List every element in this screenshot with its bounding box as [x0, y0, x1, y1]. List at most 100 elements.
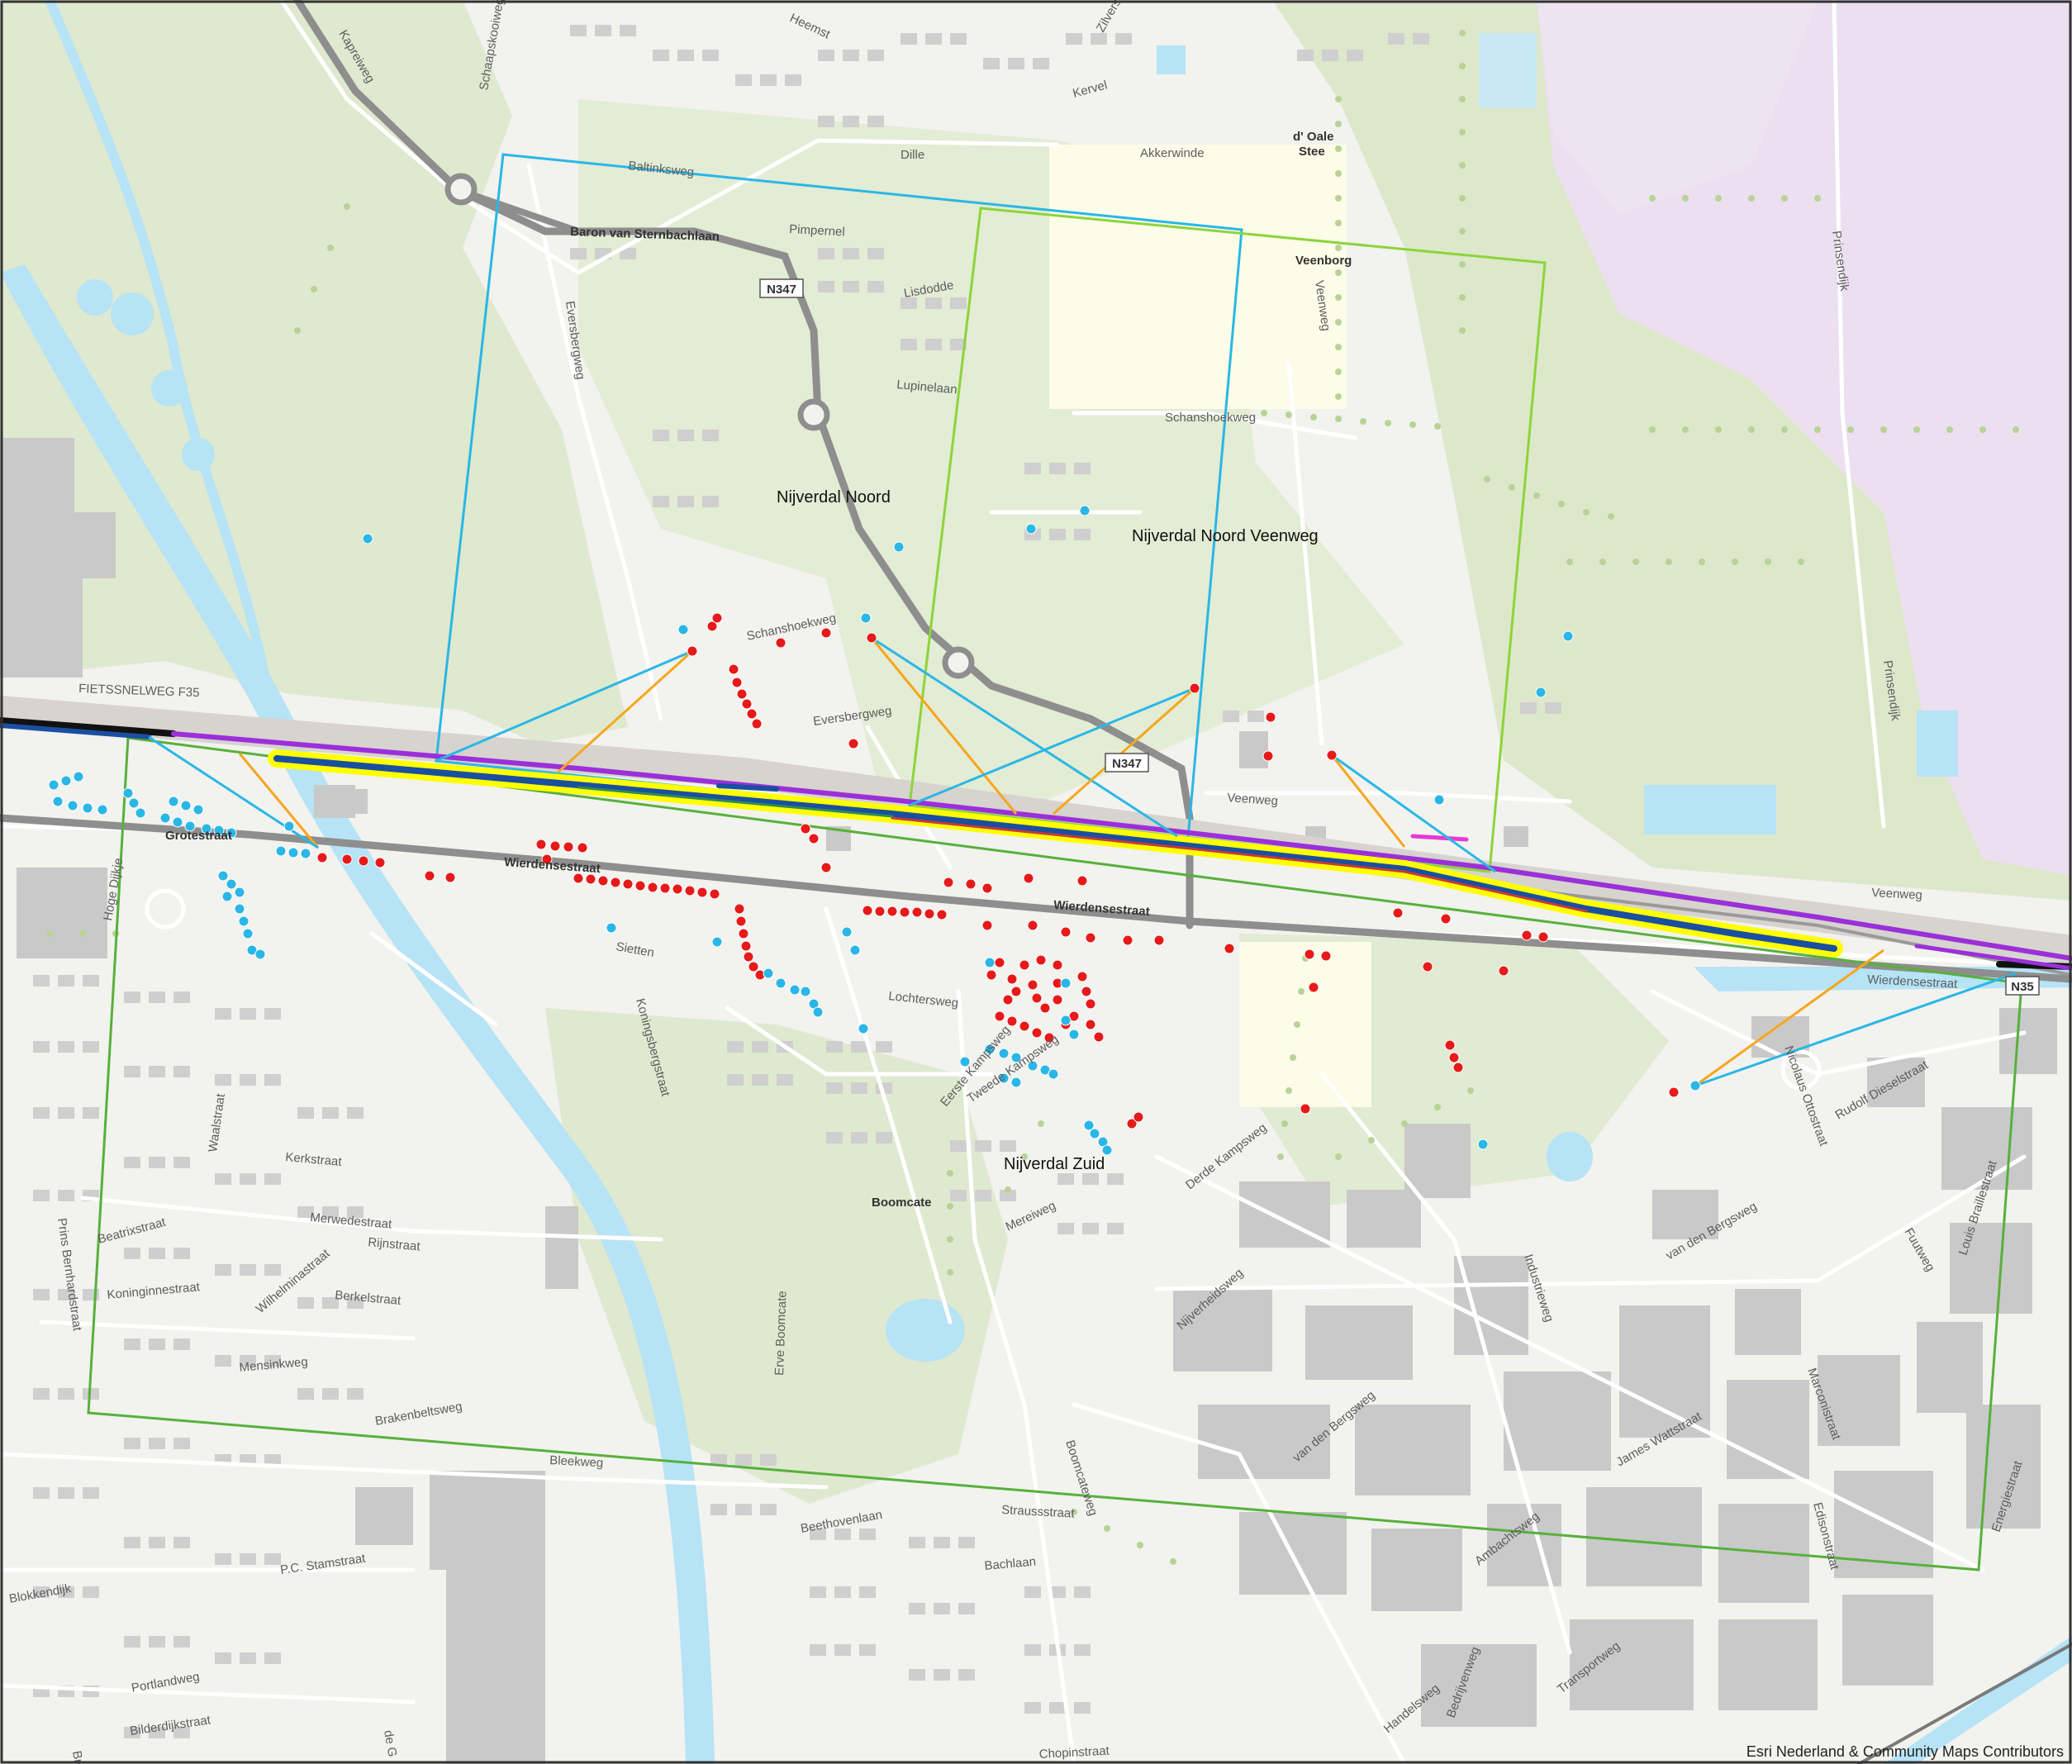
rail-purple-2	[1914, 944, 2072, 971]
svg-text:Brede: Brede	[69, 1750, 89, 1764]
road-baron-section	[455, 187, 582, 235]
pond-6	[1547, 1132, 1593, 1182]
roundabout-residential	[145, 888, 186, 930]
pond-1	[77, 279, 113, 316]
building-se-14	[1917, 1322, 1983, 1413]
building-se-13	[1818, 1355, 1900, 1446]
rail-purple	[171, 731, 2072, 961]
building-sw-2	[355, 1487, 413, 1545]
svg-text:Berkelstraat: Berkelstraat	[335, 1288, 402, 1308]
field-cream-1	[1049, 145, 1347, 409]
svg-text:Kerkstraat: Kerkstraat	[285, 1150, 343, 1169]
svg-text:Chopinstraat: Chopinstraat	[1038, 1744, 1110, 1762]
pond-2	[111, 292, 154, 335]
svg-text:Schanshoekweg: Schanshoekweg	[1165, 411, 1256, 425]
building-se-8	[1355, 1405, 1471, 1495]
pond-10	[1479, 33, 1537, 107]
building-se-30	[1652, 1190, 1718, 1239]
road-wierdensestraat	[0, 814, 2072, 983]
pond-4	[182, 438, 215, 471]
blue-segment-top	[716, 783, 779, 792]
label-nijverdal-zuid[interactable]: Nijverdal Zuid	[1004, 1155, 1105, 1173]
building-se-18	[1586, 1487, 1702, 1586]
buildings	[0, 25, 2057, 1764]
rail-green-core	[577, 786, 894, 818]
study-area-nijverdal-noord-veenweg	[908, 207, 1547, 873]
building-se-19	[1718, 1504, 1809, 1603]
building-se-2	[1347, 1190, 1421, 1248]
receptors-blue	[48, 505, 1701, 1156]
svg-text:de G: de G	[381, 1729, 399, 1758]
svg-text:Dille: Dille	[901, 148, 924, 162]
svg-text:Straussstraat: Straussstraat	[1001, 1503, 1076, 1521]
pond-9	[1157, 45, 1186, 74]
study-area-nijverdal-zuid	[87, 736, 2023, 1571]
svg-text:Erve Boomcate: Erve Boomcate	[772, 1291, 790, 1376]
pond-5	[886, 1299, 965, 1362]
rail-dark-core	[273, 755, 1837, 952]
route-shield-label: N35	[2011, 980, 2034, 994]
magenta-segment	[1410, 834, 1469, 842]
building-se-11	[1735, 1289, 1801, 1355]
building-se-24	[1842, 1595, 1933, 1686]
svg-text:Pimpernel: Pimpernel	[789, 222, 845, 240]
building-rail-6	[1504, 826, 1528, 847]
building-industrial-west	[0, 438, 116, 678]
route-shield-label: N347	[767, 283, 796, 297]
building-sw-3	[545, 1206, 578, 1289]
heath-area	[1537, 0, 2072, 876]
building-se-31	[1999, 1008, 2057, 1074]
building-se-7	[1198, 1405, 1330, 1479]
route-shield-label: N347	[1112, 757, 1142, 771]
svg-text:Veenweg: Veenweg	[1227, 791, 1279, 808]
svg-text:Lupinelaan: Lupinelaan	[896, 378, 958, 397]
building-se-29	[1950, 1223, 2032, 1314]
building-rail-2	[1239, 731, 1268, 768]
label-veenborg: Veenborg	[1295, 254, 1352, 268]
stream-north	[45, 0, 269, 678]
label-nijverdal-noord-veenweg[interactable]: Nijverdal Noord Veenweg	[1132, 527, 1319, 545]
rail-blue-west	[0, 723, 151, 739]
building-se-5	[1305, 1305, 1413, 1380]
building-se-23	[1718, 1619, 1818, 1710]
label-nijverdal-noord[interactable]: Nijverdal Noord	[777, 488, 891, 506]
roundabout-se	[1780, 1049, 1822, 1091]
svg-text:Bleekweg: Bleekweg	[549, 1453, 604, 1470]
building-se-9	[1504, 1372, 1611, 1471]
svg-text:Akkerwinde: Akkerwinde	[1140, 146, 1205, 160]
map-attribution: Esri Nederland & Community Maps Contribu…	[1746, 1743, 2064, 1760]
rail-study-lines	[0, 717, 2072, 971]
pond-8	[1917, 711, 1958, 777]
svg-text:FIETSSNELWEG F35: FIETSSNELWEG F35	[78, 682, 200, 700]
building-se-10	[1619, 1305, 1710, 1438]
svg-text:Grotestraat: Grotestraat	[165, 829, 232, 843]
building-se-4	[1173, 1289, 1272, 1372]
svg-text:Rijnstraat: Rijnstraat	[368, 1235, 421, 1254]
building-se-16	[1371, 1529, 1462, 1611]
route-shield-n35: N35	[2005, 976, 2040, 996]
label-oale-2: Stee	[1299, 145, 1325, 159]
building-se-22	[1570, 1619, 1694, 1710]
building-se-21	[1421, 1644, 1537, 1727]
label-oale-1: d' Oale	[1293, 130, 1333, 144]
hedgerows	[46, 30, 2019, 1565]
label-boomcate: Boomcate	[872, 1196, 932, 1210]
pond-3	[151, 370, 188, 407]
canal-southeast	[1884, 1636, 2072, 1764]
building-se-26	[1867, 1058, 1925, 1107]
building-se-28	[1941, 1107, 2032, 1190]
building-rail-1	[318, 789, 368, 814]
svg-text:Wierdensestraat: Wierdensestraat	[1867, 972, 1959, 991]
connector-lines	[148, 636, 2017, 1087]
rail-red-core	[891, 816, 1588, 913]
receptors-red	[316, 612, 1680, 1129]
route-shield-n347-center: N347	[1105, 753, 1149, 773]
roundabout-mid	[797, 398, 830, 431]
residential-blocks	[33, 25, 1561, 1738]
rail-black-west	[0, 717, 177, 737]
roundabout-north	[444, 173, 478, 206]
svg-text:Baron van Sternbachlaan: Baron van Sternbachlaan	[570, 225, 720, 244]
pond-7	[1644, 785, 1776, 834]
